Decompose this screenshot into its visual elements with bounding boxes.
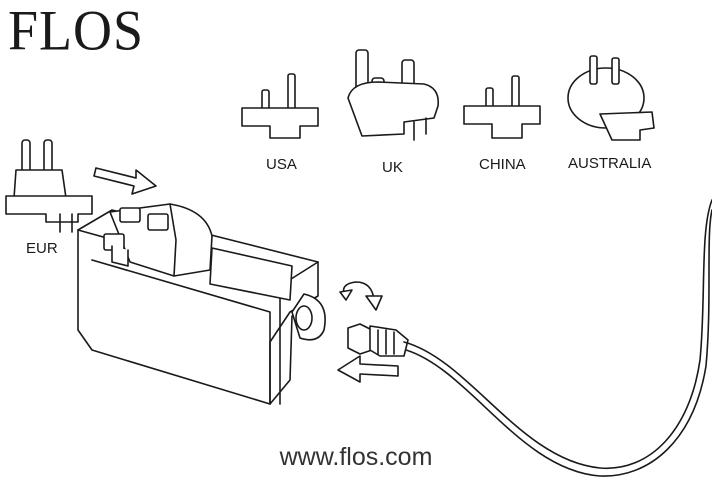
usa-plug-drawing	[241, 73, 319, 139]
connector-insert-arrow-icon	[337, 355, 399, 383]
insert-arrow-icon	[93, 167, 157, 195]
china-plug-drawing	[463, 75, 541, 139]
australia-label: AUSTRALIA	[568, 155, 652, 172]
eur-label: EUR	[26, 240, 58, 257]
australia-plug-drawing	[567, 55, 655, 141]
china-label: CHINA	[479, 156, 526, 173]
eur-plug-drawing	[5, 139, 93, 233]
uk-label: UK	[382, 159, 403, 176]
dc-cable-drawing	[347, 199, 712, 477]
rotate-arrow-icon	[339, 281, 383, 311]
uk-plug-drawing	[347, 49, 440, 141]
website-url: www.flos.com	[279, 443, 433, 471]
usa-label: USA	[266, 156, 297, 173]
flos-logo: FLOS	[8, 0, 145, 63]
power-adapter-drawing	[77, 203, 326, 405]
